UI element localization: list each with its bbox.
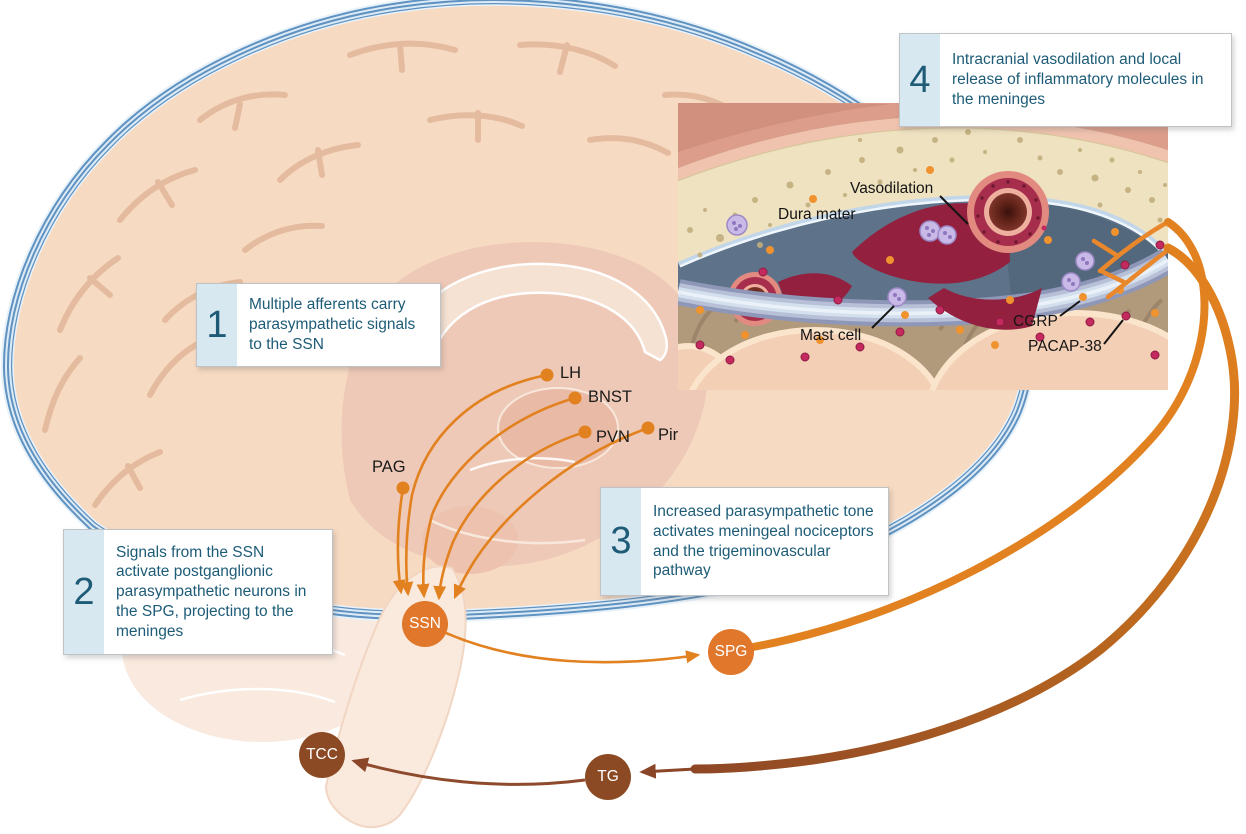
mast-cell-pointer <box>871 305 895 329</box>
step-1-text: Multiple afferents carry parasympathetic… <box>249 296 416 353</box>
label-bnst: BNST <box>588 388 633 406</box>
step-box-3: 3 Increased parasympathetic tone activat… <box>600 487 889 596</box>
tg-arrow <box>639 763 696 779</box>
parasympathetic-fibers <box>1091 219 1168 300</box>
afferent-pvn <box>433 430 586 601</box>
label-pacap: PACAP-38 <box>1028 338 1102 355</box>
inset-pointer-lines <box>871 195 1124 345</box>
vasodilation-pointer <box>939 195 969 225</box>
meninges-inset <box>678 103 1168 390</box>
label-cgrp: CGRP <box>1013 313 1058 330</box>
afferent-pag <box>392 487 406 595</box>
node-spg: SPG <box>708 629 754 675</box>
mast-cells <box>726 214 1095 307</box>
step-2-text: Signals from the SSN activate postgangli… <box>116 543 307 640</box>
node-ssn: SSN <box>402 601 448 647</box>
node-tg: TG <box>585 754 631 800</box>
afferent-pathways <box>392 373 649 601</box>
afferent-origin-dots <box>396 368 655 495</box>
brain-gyri <box>678 310 1168 390</box>
step-2-number: 2 <box>64 530 104 654</box>
step-1-number: 1 <box>197 284 237 366</box>
ssn-to-spg-arrow <box>445 631 701 664</box>
afferent-pir <box>453 426 649 600</box>
step-box-4: 4 Intracranial vasodilation and local re… <box>899 33 1232 127</box>
step-box-1: 1 Multiple afferents carry parasympathet… <box>196 283 441 367</box>
label-pvn: PVN <box>596 428 630 446</box>
step-box-2: 2 Signals from the SSN activate postgang… <box>63 529 333 655</box>
tg-to-tcc-arrow <box>351 757 586 786</box>
spg-to-meninges-fiber <box>749 218 1209 651</box>
label-lh: LH <box>560 364 582 382</box>
step-3-number: 3 <box>601 488 641 595</box>
step-4-number: 4 <box>900 34 940 126</box>
label-dura-mater: Dura mater <box>778 206 856 223</box>
node-tcc: TCC <box>299 732 345 778</box>
label-pir: Pir <box>658 426 679 444</box>
label-vasodilation: Vasodilation <box>850 180 934 197</box>
step-4-text: Intracranial vasodilation and local rele… <box>952 51 1204 108</box>
afferent-bnst <box>416 396 576 599</box>
meninges-to-tg-fiber <box>690 243 1239 774</box>
pacap-pointer <box>1103 319 1124 345</box>
label-mast-cell: Mast cell <box>800 327 862 344</box>
label-pag: PAG <box>372 458 406 476</box>
step-3-text: Increased parasympathetic tone activates… <box>653 503 874 580</box>
cgrp-pointer <box>1059 300 1081 317</box>
pacap-dots <box>695 240 1165 365</box>
afferent-lh <box>400 373 548 597</box>
